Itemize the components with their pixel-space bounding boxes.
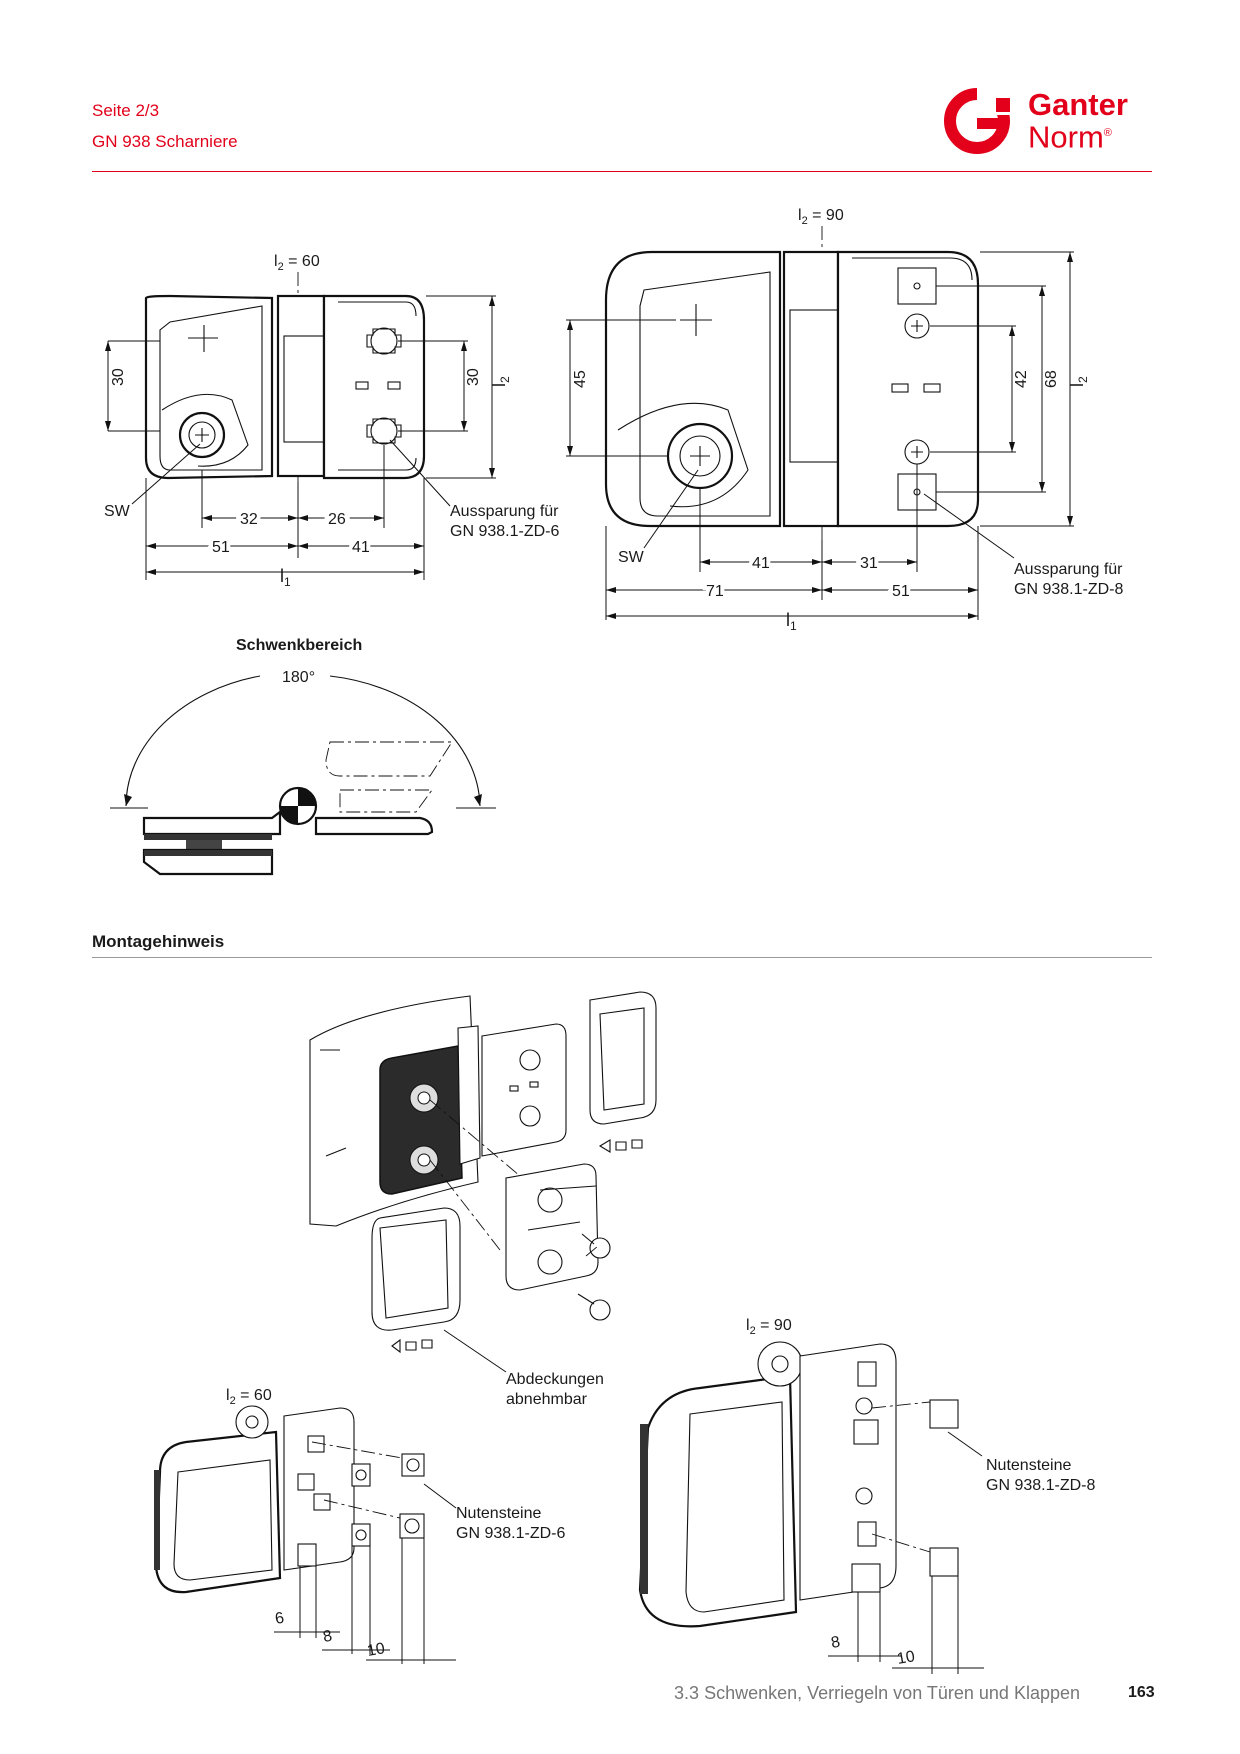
large-dim-l2: l2 xyxy=(1067,376,1090,387)
small-dim-26: 26 xyxy=(328,511,346,528)
svg-text:51: 51 xyxy=(212,539,230,556)
large-callout-line1: Aussparung für xyxy=(1014,561,1123,578)
nut-large-line2: GN 938.1-ZD-8 xyxy=(986,1477,1095,1494)
mount-dim-6: 6 xyxy=(274,1610,286,1628)
large-dim-31: 31 xyxy=(860,555,878,572)
small-dim-41: 41 xyxy=(352,539,370,556)
large-dim-51: 51 xyxy=(892,583,910,600)
large-dim-71: 71 xyxy=(706,583,724,600)
svg-text:26: 26 xyxy=(328,511,346,528)
page-label: Seite 2/3 xyxy=(92,101,160,120)
svg-text:41: 41 xyxy=(752,555,770,572)
logo-word-norm: Norm® xyxy=(1028,119,1112,155)
ganter-norm-logo: Ganter Norm® xyxy=(944,88,1156,154)
mount-dim-10-small: 10 xyxy=(366,1640,387,1660)
large-l2-title: l2 = 90 xyxy=(798,207,844,227)
svg-text:51: 51 xyxy=(892,583,910,600)
covers-line2: abnehmbar xyxy=(506,1391,588,1408)
large-sw-label: SW xyxy=(618,549,645,566)
small-dim-l2: l2 xyxy=(489,376,512,387)
ganter-logo-mark xyxy=(944,88,1014,154)
large-dim-42: 42 xyxy=(1013,370,1030,388)
logo-word-ganter: Ganter xyxy=(1028,87,1128,122)
document-title: GN 938 Scharniere xyxy=(92,132,238,151)
large-dim-l1: l1 xyxy=(786,610,797,633)
swivel-title: Schwenkbereich xyxy=(236,637,363,654)
large-dim-68: 68 xyxy=(1043,370,1060,388)
mount-dim-8-small: 8 xyxy=(322,1628,334,1646)
footer-section-title: 3.3 Schwenken, Verriegeln von Türen und … xyxy=(674,1683,1080,1703)
small-sw-label: SW xyxy=(104,503,131,520)
mount-large-l2: l2 = 90 xyxy=(746,1317,792,1337)
mounting-title: Montagehinweis xyxy=(92,932,225,951)
large-dim-41: 41 xyxy=(752,555,770,572)
small-callout-line2: GN 938.1-ZD-6 xyxy=(450,523,559,540)
large-callout-line2: GN 938.1-ZD-8 xyxy=(1014,581,1123,598)
nut-small-line1: Nutensteine xyxy=(456,1505,541,1522)
nut-large-line1: Nutensteine xyxy=(986,1457,1071,1474)
nut-small-line2: GN 938.1-ZD-6 xyxy=(456,1525,565,1542)
swivel-angle-label: 180° xyxy=(282,669,315,686)
header-rule xyxy=(92,171,1152,172)
mount-small-l2: l2 = 60 xyxy=(226,1387,272,1407)
small-callout-line1: Aussparung für xyxy=(450,503,559,520)
mount-dim-8-large: 8 xyxy=(830,1634,842,1652)
svg-text:71: 71 xyxy=(706,583,724,600)
svg-text:31: 31 xyxy=(860,555,878,572)
small-l2-title: l2 = 60 xyxy=(274,253,320,273)
large-dim-45: 45 xyxy=(572,370,589,388)
svg-text:32: 32 xyxy=(240,511,258,528)
small-dim-51: 51 xyxy=(212,539,230,556)
page-number: 163 xyxy=(1128,1684,1155,1701)
small-dim-32: 32 xyxy=(240,511,258,528)
small-dim-right-30: 30 xyxy=(465,368,482,386)
mounting-rule xyxy=(92,957,1152,958)
small-dim-l1: l1 xyxy=(280,566,291,589)
covers-line1: Abdeckungen xyxy=(506,1371,604,1388)
mount-dim-10-large: 10 xyxy=(896,1648,917,1668)
svg-text:41: 41 xyxy=(352,539,370,556)
small-dim-left-30: 30 xyxy=(110,368,127,386)
